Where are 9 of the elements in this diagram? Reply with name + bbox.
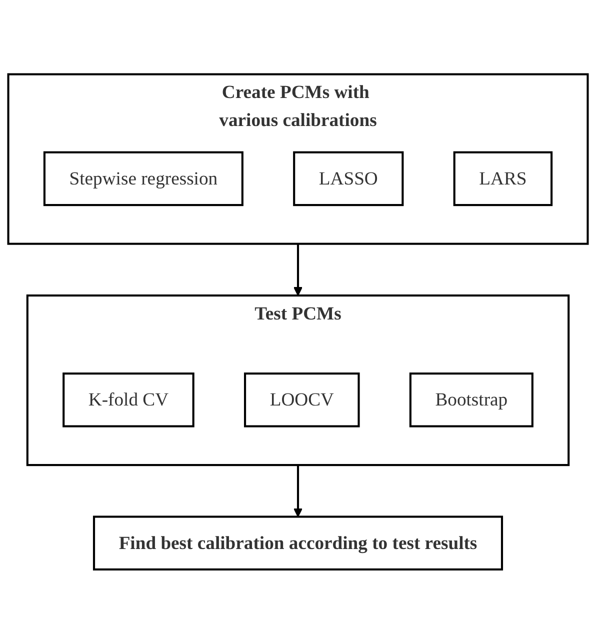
arrow (293, 464, 303, 517)
node-box: LOOCV (244, 372, 360, 427)
arrow (293, 243, 303, 296)
node-box: Bootstrap (409, 372, 534, 427)
node-box: K-fold CV (62, 372, 194, 427)
node-box: LASSO (293, 150, 404, 206)
node-box: Find best calibration according to test results (92, 515, 504, 570)
node-box: LARS (453, 150, 553, 206)
node-box: Stepwise regression (43, 150, 244, 206)
